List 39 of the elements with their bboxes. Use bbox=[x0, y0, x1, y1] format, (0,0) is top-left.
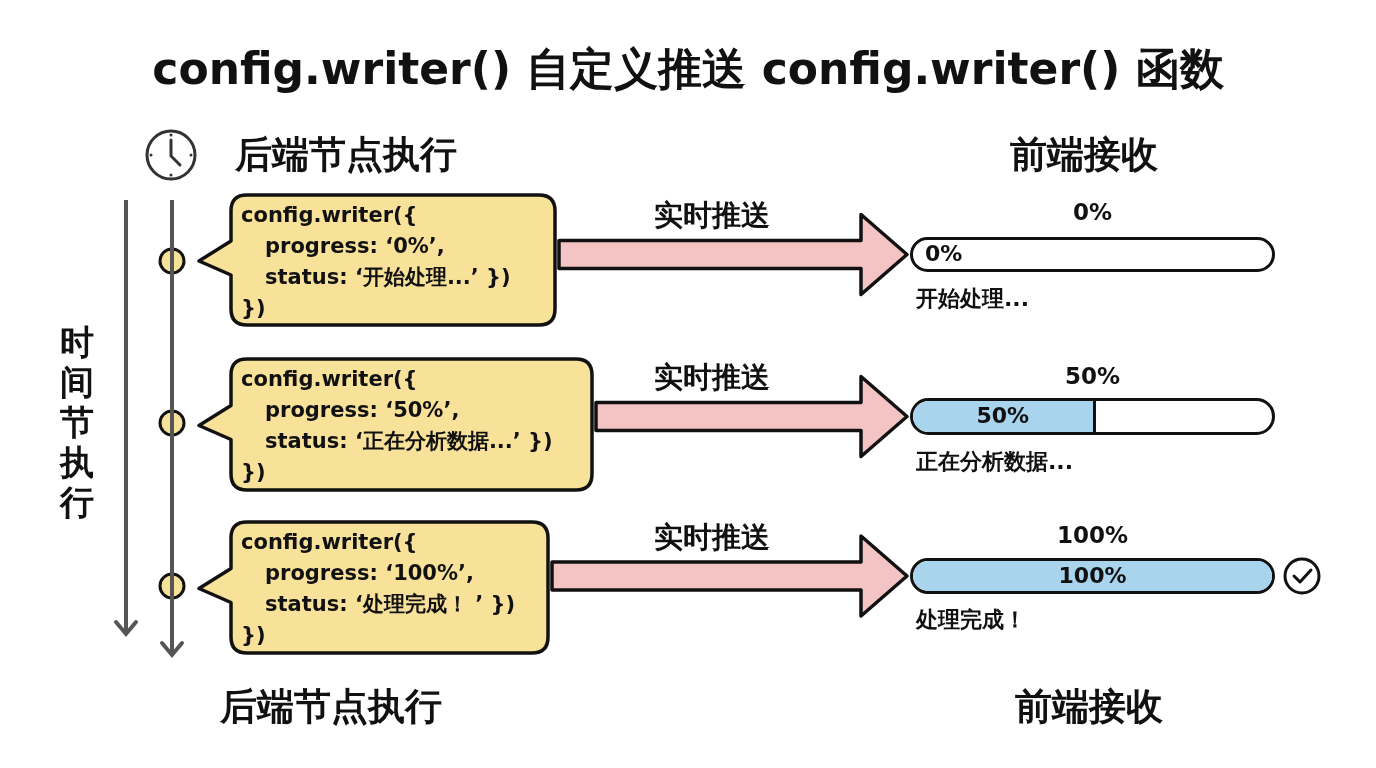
vertical-label: 时间节执行 bbox=[60, 322, 95, 522]
code-line: progress: ‘50%’, bbox=[265, 397, 460, 424]
speech-bubble bbox=[195, 520, 550, 655]
section-heading: 后端节点执行 bbox=[235, 132, 457, 178]
arrow bbox=[550, 534, 909, 618]
code-line: }) bbox=[241, 295, 266, 322]
percent-label: 50% bbox=[1063, 363, 1122, 389]
bar-label: 50% bbox=[975, 402, 1031, 430]
code-line: status: ‘处理完成！ ’ }) bbox=[265, 591, 516, 618]
arrow bbox=[594, 374, 909, 459]
percent-label: 0% bbox=[1071, 199, 1114, 225]
code-line: config.writer({ bbox=[241, 202, 418, 229]
status-text: 正在分析数据... bbox=[916, 448, 1074, 476]
code-line: }) bbox=[241, 459, 266, 486]
speech-bubble bbox=[195, 193, 557, 327]
code-line: progress: ‘100%’, bbox=[265, 560, 474, 587]
edge-label: 实时推送 bbox=[654, 359, 770, 396]
code-line: config.writer({ bbox=[241, 366, 418, 393]
bar-label: 0% bbox=[925, 240, 963, 268]
progress-bar bbox=[910, 237, 1275, 272]
status-text: 处理完成！ bbox=[916, 606, 1026, 634]
code-line: }) bbox=[241, 622, 266, 649]
title: config.writer() 自定义推送 config.writer() 函数 bbox=[151, 42, 1225, 96]
speech-bubble bbox=[195, 357, 594, 492]
percent-label: 100% bbox=[1055, 522, 1130, 548]
section-heading: 前端接收 bbox=[1010, 132, 1158, 178]
section-heading: 前端接收 bbox=[1015, 684, 1163, 730]
progress-bar bbox=[910, 398, 1275, 435]
progress-bar bbox=[910, 558, 1275, 594]
code-line: config.writer({ bbox=[241, 529, 418, 556]
status-text: 开始处理... bbox=[916, 285, 1030, 313]
code-line: status: ‘正在分析数据...’ }) bbox=[265, 428, 553, 455]
code-line: status: ‘开始处理...’ }) bbox=[265, 264, 511, 291]
code-line: progress: ‘0%’, bbox=[265, 233, 445, 260]
section-heading: 后端节点执行 bbox=[220, 684, 442, 730]
edge-label: 实时推送 bbox=[654, 197, 770, 234]
bar-label: 100% bbox=[1057, 562, 1128, 590]
arrow bbox=[557, 212, 909, 297]
edge-label: 实时推送 bbox=[654, 519, 770, 556]
